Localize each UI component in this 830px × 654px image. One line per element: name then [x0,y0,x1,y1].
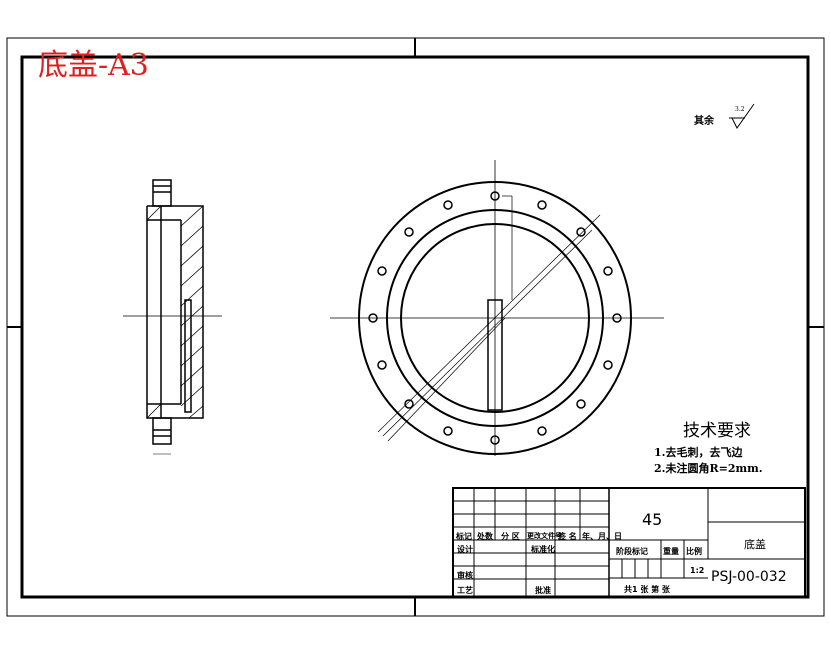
tech-req-item-2: 2.未注圆角R=2mm. [654,462,763,475]
roughness-note: 其余 [694,112,714,127]
material-value: 45 [642,510,663,529]
drawing-number: PSJ-00-032 [711,569,787,585]
stage-mark-label: 阶段标记 [616,547,648,556]
inner-frame [20,55,810,599]
roughness-prefix: 其余 [694,116,714,127]
section-view [123,179,222,455]
rev-col-doc: 更改文件号 [527,532,562,540]
roughness-symbol [729,103,755,129]
review-label: 审核 [457,571,473,580]
rev-col-count: 处数 [477,532,493,541]
design-label: 设计 [457,545,473,554]
scale-value: 1:2 [690,566,705,575]
tech-req-item-1: 1.去毛刺，去飞边 [654,446,743,459]
front-view [330,160,664,456]
title-block [452,487,806,598]
scale-label: 比例 [686,547,702,556]
rev-col-mark: 标记 [456,532,472,541]
approve-label: 批准 [535,586,551,595]
roughness-value: 3.2 [735,106,745,113]
rev-col-date: 年、月、日 [582,532,622,541]
rev-col-sign: 签 名 [558,532,577,541]
rev-col-zone: 分 区 [501,532,520,541]
weight-label: 重量 [663,547,679,556]
part-name: 底盖 [744,538,766,551]
sheet-title: 底盖-A3 [38,48,149,83]
standardization-label: 标准化 [531,545,555,554]
process-label: 工艺 [457,586,473,595]
tech-req-heading: 技术要求 [683,421,751,441]
sheet-info: 共1 张 第 张 [624,585,670,594]
